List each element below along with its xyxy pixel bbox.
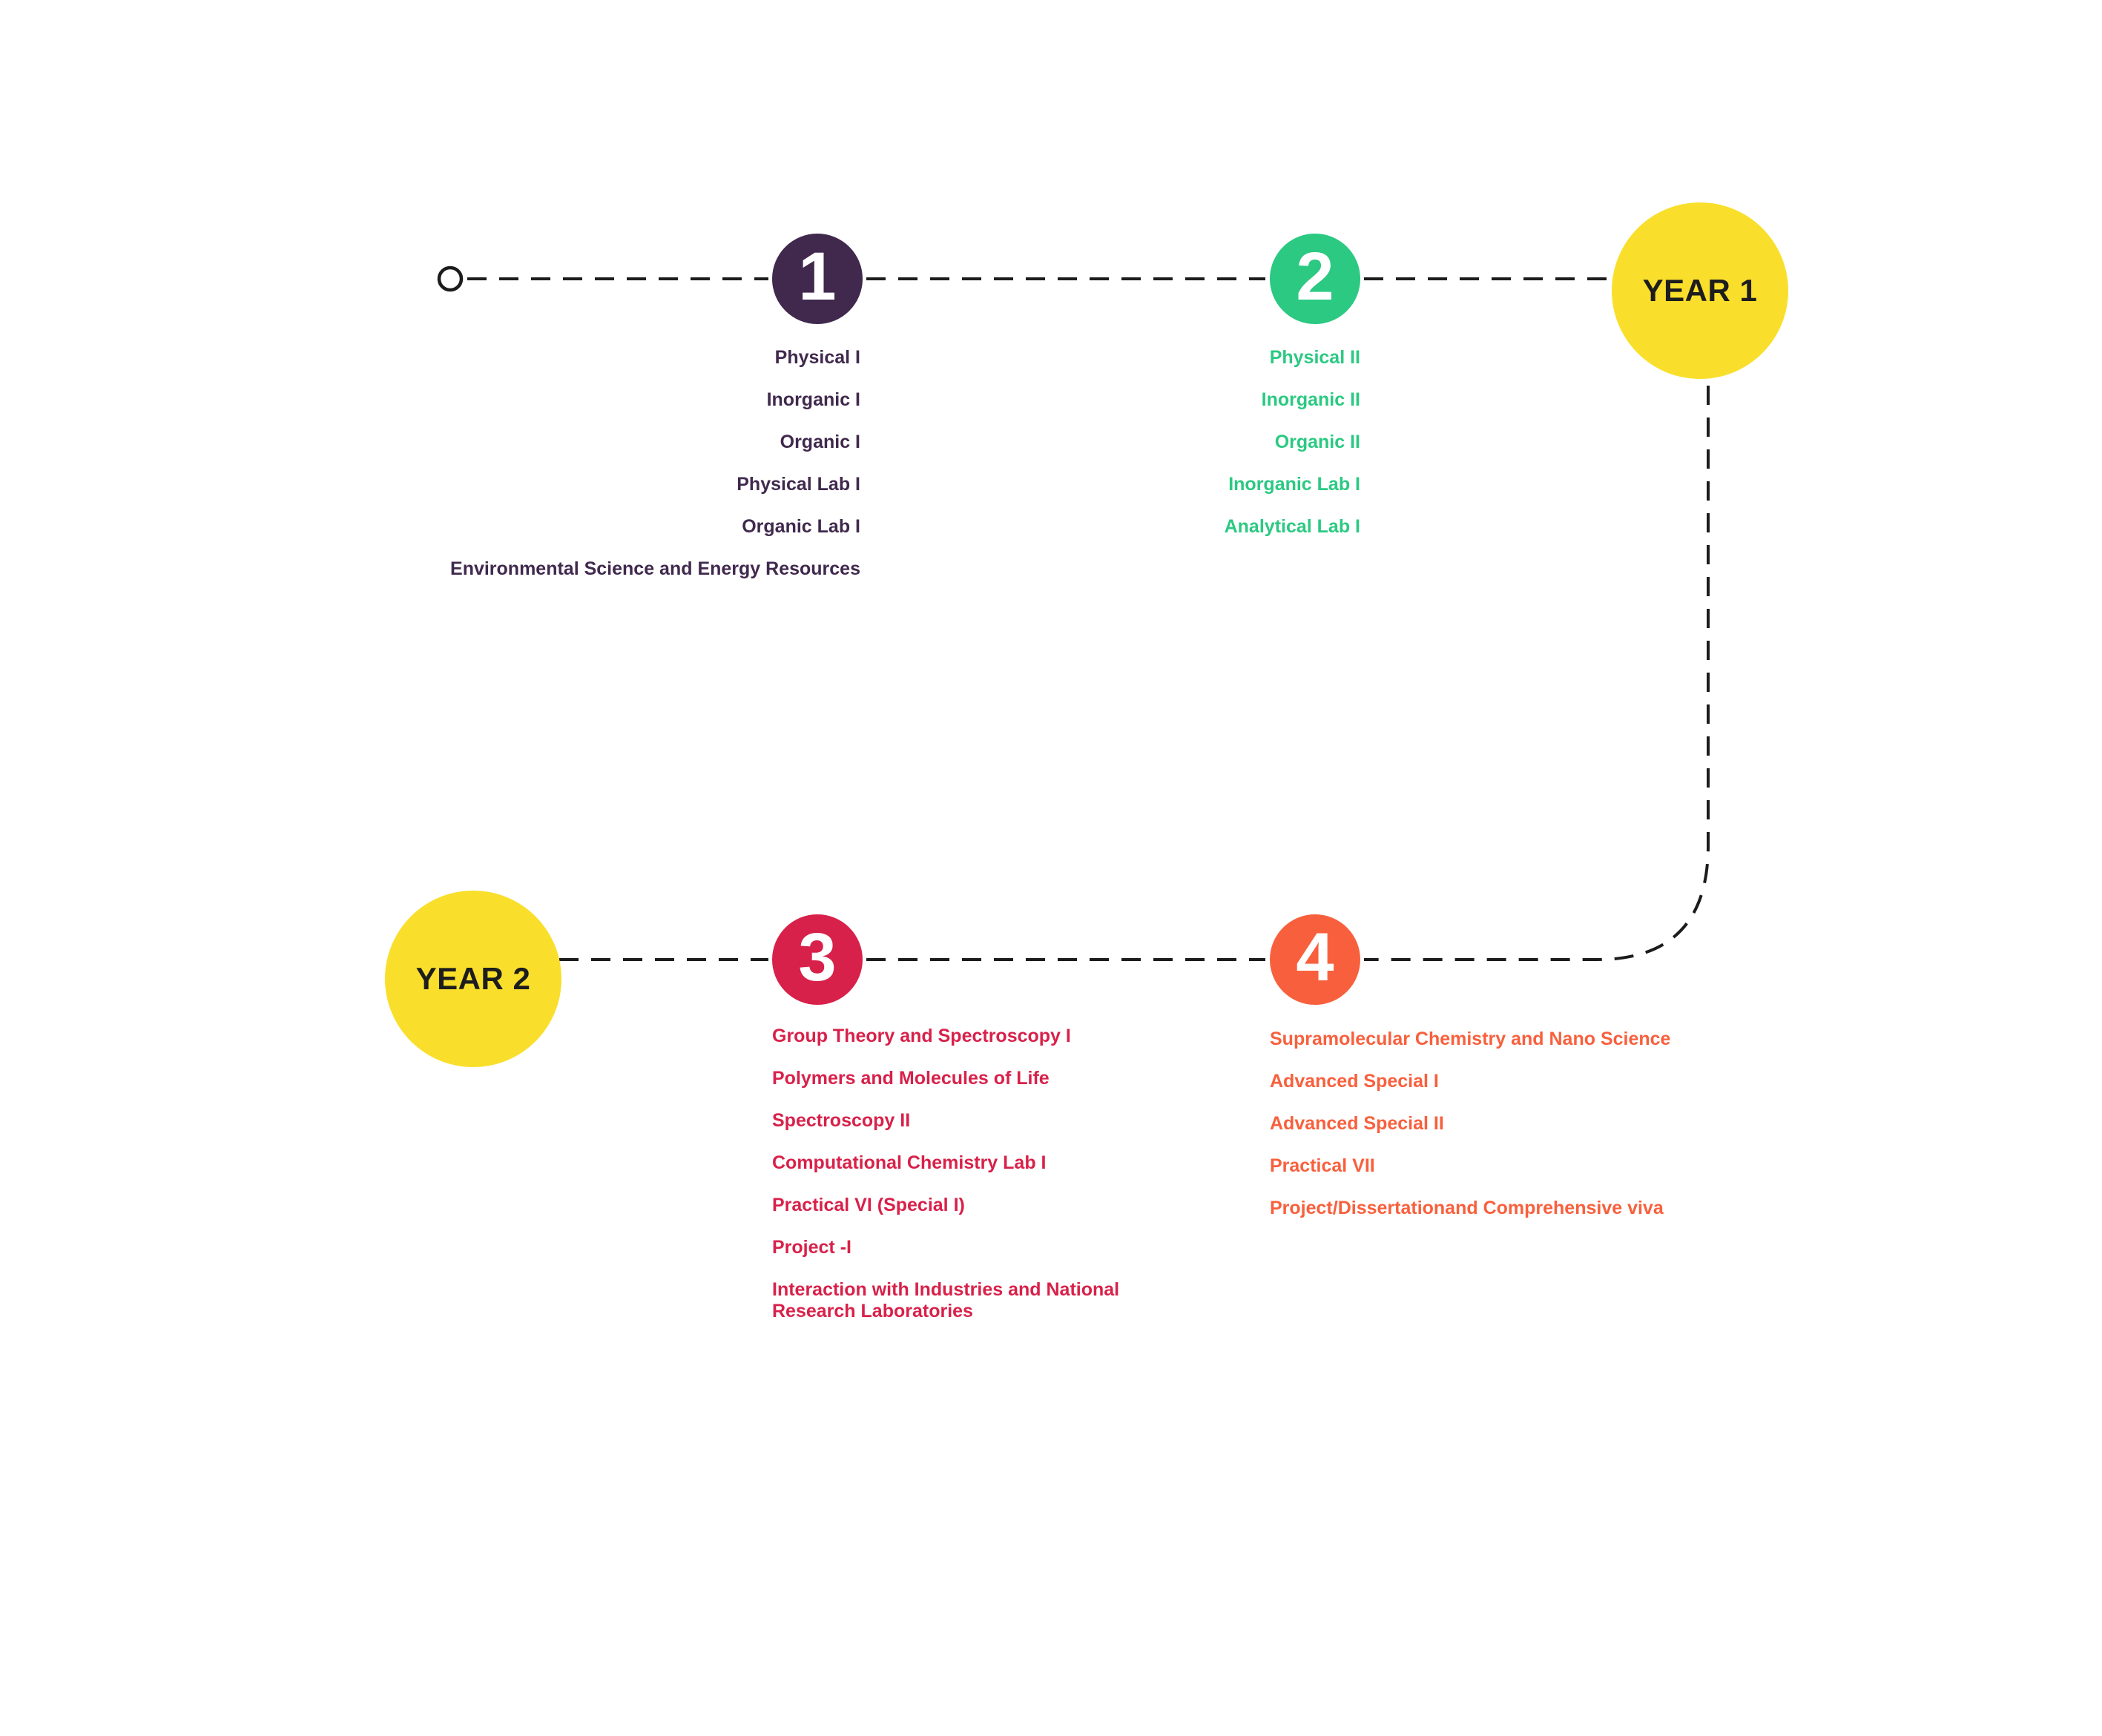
semester-4-number: 4	[1296, 920, 1334, 995]
year-1-label: YEAR 1	[1642, 273, 1758, 308]
course-item: Polymers and Molecules of Life	[772, 1068, 1050, 1089]
semester-2-courses: Physical II Inorganic II Organic II Inor…	[1225, 347, 1360, 558]
semester-4-node: 4	[1270, 914, 1360, 1005]
course-item: Physical I	[774, 347, 860, 368]
year-1-node: YEAR 1	[1612, 202, 1788, 379]
course-item: Environmental Science and Energy Resourc…	[450, 558, 860, 579]
course-item: Physical II	[1269, 347, 1360, 368]
course-item: Physical Lab I	[737, 474, 860, 495]
semester-1-number: 1	[798, 239, 837, 314]
course-item: Spectroscopy II	[772, 1110, 911, 1131]
year-2-node: YEAR 2	[385, 891, 561, 1067]
course-item: Interaction with Industries and National…	[772, 1279, 1120, 1321]
semester-2-number: 2	[1296, 239, 1334, 314]
connector-year1-to-sem4	[1364, 386, 1710, 961]
semester-4-courses: Supramolecular Chemistry and Nano Scienc…	[1270, 1029, 1670, 1240]
course-item: Computational Chemistry Lab I	[772, 1152, 1047, 1173]
course-item: Practical VI (Special I)	[772, 1195, 965, 1215]
course-item: Analytical Lab I	[1224, 516, 1360, 537]
semester-2-node: 2	[1270, 234, 1360, 324]
course-item: Inorganic I	[766, 389, 860, 410]
course-item: Group Theory and Spectroscopy I	[772, 1026, 1071, 1046]
semester-3-node: 3	[772, 914, 863, 1005]
course-item: Project/Dissertationand Comprehensive vi…	[1270, 1198, 1664, 1218]
course-item: Supramolecular Chemistry and Nano Scienc…	[1270, 1029, 1671, 1049]
year-2-label: YEAR 2	[415, 961, 531, 996]
semester-3-number: 3	[798, 920, 837, 995]
semester-3-courses: Group Theory and Spectroscopy I Polymers…	[772, 1026, 1187, 1343]
semester-1-node: 1	[772, 234, 863, 324]
course-item: Project -I	[772, 1237, 851, 1258]
semester-1-courses: Physical I Inorganic I Organic I Physica…	[450, 347, 860, 601]
course-item: Inorganic II	[1261, 389, 1360, 410]
timeline-start-dot	[437, 265, 464, 292]
course-item: Practical VII	[1270, 1155, 1375, 1176]
course-item: Organic II	[1274, 432, 1360, 452]
course-item: Organic I	[780, 432, 860, 452]
course-item: Inorganic Lab I	[1228, 474, 1360, 495]
course-item: Advanced Special I	[1270, 1071, 1439, 1092]
course-item: Organic Lab I	[742, 516, 860, 537]
course-item: Advanced Special II	[1270, 1113, 1444, 1134]
